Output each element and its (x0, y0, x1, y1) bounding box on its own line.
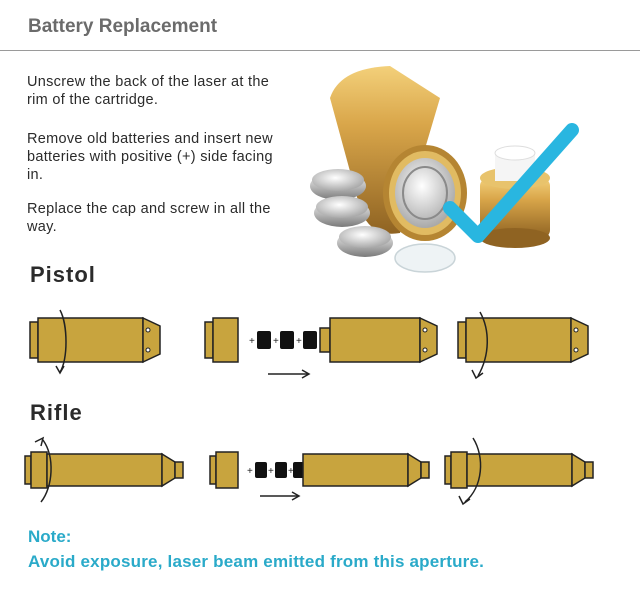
rifle-step-insert-batteries: + + + (209, 451, 430, 501)
plus-sign: + (273, 336, 279, 347)
rotate-arrow-icon (40, 439, 52, 503)
pistol-diagram: + + + (29, 309, 589, 380)
rifle-diagram: + + + (24, 436, 594, 506)
battery-cell-icon (257, 331, 271, 349)
battery-cell-icon (255, 462, 267, 478)
page-title: Battery Replacement (28, 16, 218, 37)
rifle-step-unscrew (24, 436, 184, 503)
product-photo (310, 66, 579, 273)
instruction-replace-cap: Replace the cap and screw in all the way… (27, 201, 271, 235)
checkmark-icon (443, 123, 579, 243)
rifle-section-title: Rifle (30, 400, 83, 425)
note-label: Note: (28, 527, 72, 546)
instruction-unscrew: Unscrew the back of the laser at the rim… (27, 74, 270, 108)
battery-cell-icon (293, 462, 305, 478)
plus-sign: + (296, 336, 302, 347)
battery-cell-icon (275, 462, 287, 478)
pistol-section-title: Pistol (30, 262, 96, 287)
rotate-arrow-icon (59, 309, 67, 373)
plus-sign: + (249, 336, 255, 347)
page-header: Battery Replacement (0, 0, 640, 51)
clear-washer (394, 243, 456, 273)
plus-sign: + (288, 466, 294, 477)
rifle-step-screw-cap (444, 437, 594, 506)
battery-cells (310, 169, 393, 257)
plus-sign: + (247, 466, 253, 477)
note-text: Avoid exposure, laser beam emitted from … (28, 552, 485, 571)
battery-cell-icon (303, 331, 317, 349)
pistol-step-unscrew (29, 309, 161, 375)
instruction-replace-batteries: Remove old batteries and insert new batt… (27, 131, 273, 183)
battery-cell-icon (280, 331, 294, 349)
rotate-arrow-icon (464, 437, 482, 503)
pistol-step-insert-batteries: + + + (204, 316, 438, 379)
pistol-step-screw-cap (457, 311, 589, 380)
rotate-arrow-icon (477, 311, 488, 377)
plus-sign: + (268, 466, 274, 477)
